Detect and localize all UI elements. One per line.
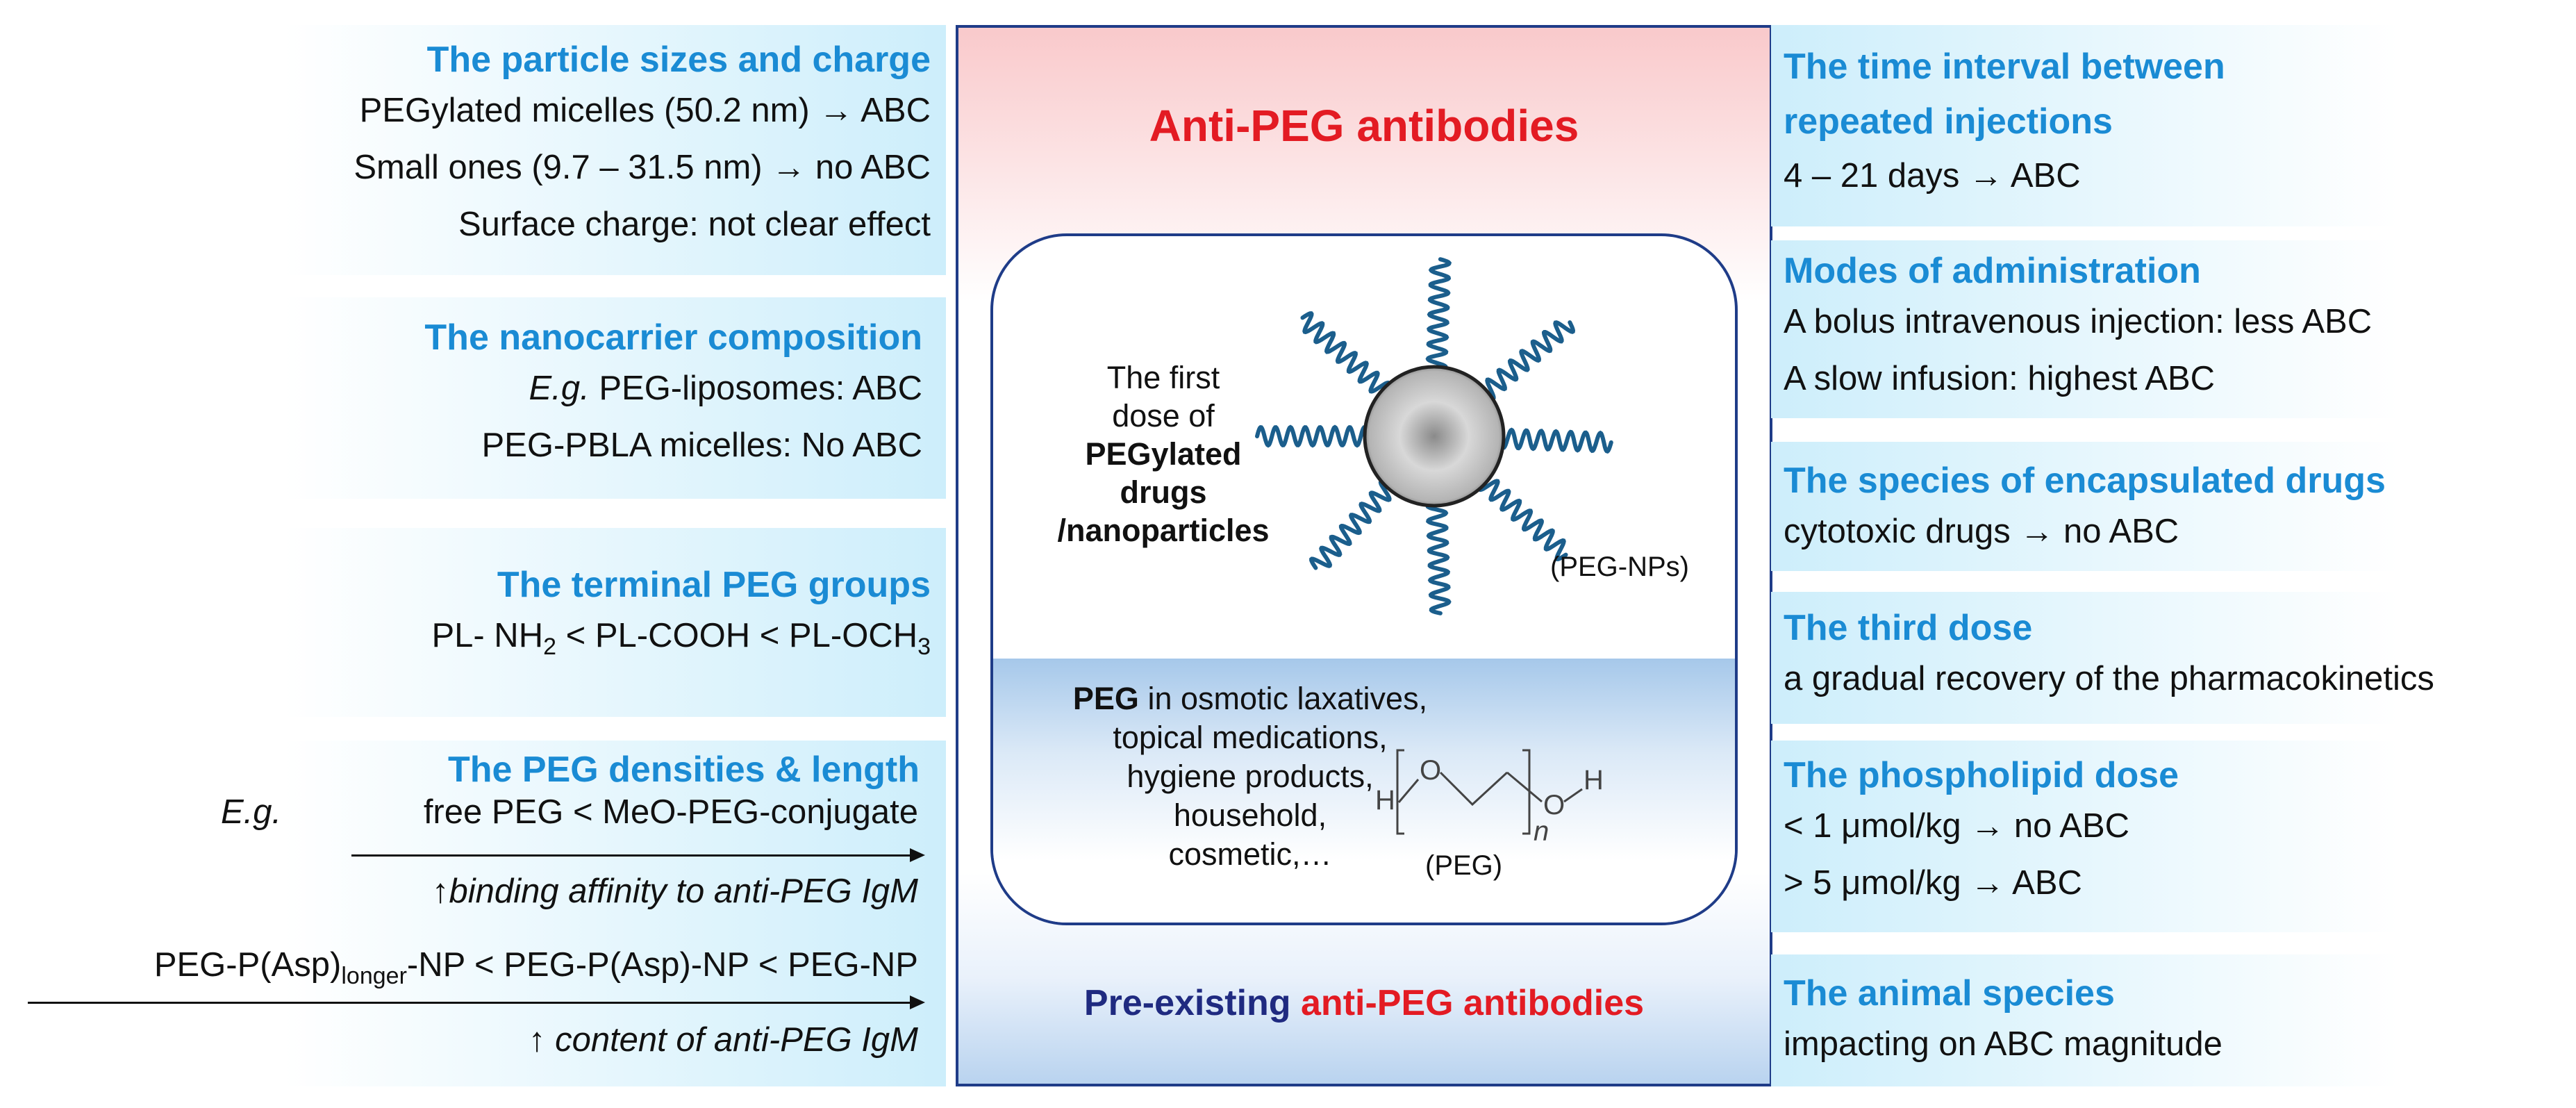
panel-line: Small ones (9.7 – 31.5 nm) → no ABC: [354, 149, 931, 186]
pre-existing-label: Pre-existing anti-PEG antibodies: [1083, 983, 1645, 1023]
panel-line: a gradual recovery of the pharmacokineti…: [1784, 660, 2434, 697]
panel-title: The phospholipid dose: [1784, 755, 2179, 795]
panel-title: The PEG densities & length: [448, 750, 920, 790]
panel-line: ↑ content of anti-PEG IgM: [528, 1021, 918, 1059]
panel-title: Modes of administration: [1784, 251, 2201, 291]
panel-title: The terminal PEG groups: [497, 565, 931, 605]
arrow-right: [28, 995, 925, 1009]
panel-modes-administration: Modes of administration A bolus intraven…: [1771, 240, 2576, 418]
formula-h-right: H: [1584, 765, 1604, 795]
panel-particle-size: The particle sizes and charge PEGylated …: [0, 25, 946, 275]
formula-h-left: H: [1375, 785, 1395, 816]
peg-nps-label: (PEG-NPs): [1550, 552, 1689, 582]
panel-line: Surface charge: not clear effect: [458, 206, 931, 243]
peg-sources-area: [993, 659, 1735, 923]
peg-sources-text: PEG in osmotic laxatives, topical medica…: [1072, 681, 1428, 872]
peg-strand: [1309, 479, 1393, 570]
peg-label: (PEG): [1425, 850, 1503, 881]
peg-strand: [1497, 427, 1613, 454]
peg-strand: [1425, 257, 1452, 373]
bond: [1506, 771, 1543, 803]
peg-strand: [1300, 311, 1391, 395]
peg-strand: [1255, 424, 1370, 448]
panel-line: A bolus intravenous injection: less ABC: [1784, 303, 2373, 340]
peg-strand: [1482, 320, 1576, 401]
panel-phospholipid-dose: The phospholipid dose < 1 μmol/kg → no A…: [1771, 741, 2576, 932]
panel-peg-densities: The PEG densities & length E.g. free PEG…: [0, 741, 946, 1086]
panel-line: impacting on ABC magnitude: [1784, 1025, 2222, 1063]
panel-line: PEG-P(Asp)longer-NP < PEG-P(Asp)-NP < PE…: [153, 946, 918, 989]
nanoparticle-core: [1363, 365, 1506, 508]
right-bracket: [1522, 749, 1531, 835]
panel-line: < 1 μmol/kg → no ABC: [1784, 807, 2130, 845]
panel-line: free PEG < MeO-PEG-conjugate: [423, 793, 918, 831]
panel-line: PL- NH2 < PL-COOH < PL-OCH3: [431, 617, 931, 660]
peg-strand: [1477, 478, 1568, 561]
panel-time-interval: The time interval between repeated injec…: [1771, 25, 2576, 226]
panel-line: PEGylated micelles (50.2 nm) → ABC: [359, 92, 931, 129]
panel-title: The third dose: [1784, 608, 2033, 648]
formula-o-right: O: [1543, 790, 1565, 820]
panel-animal-species: The animal species impacting on ABC magn…: [1771, 954, 2576, 1086]
peg-strand: [1425, 499, 1452, 615]
panel-third-dose: The third dose a gradual recovery of the…: [1771, 592, 2576, 724]
panel-nanocarrier-composition: The nanocarrier composition E.g. PEG-lip…: [0, 297, 946, 499]
first-dose-text: The first dose of PEGylated drugs /nanop…: [1057, 360, 1270, 548]
panel-encapsulated-drugs: The species of encapsulated drugs cytoto…: [1771, 442, 2576, 571]
formula-o-left: O: [1420, 755, 1441, 786]
eg-label: E.g.: [221, 793, 282, 831]
panel-title: The time interval between: [1784, 47, 2225, 87]
panel-line: A slow infusion: highest ABC: [1784, 360, 2216, 397]
panel-title: The species of encapsulated drugs: [1784, 461, 2386, 501]
inner-rounded-box: [990, 233, 1738, 925]
peg-structural-formula: H O n O H: [1375, 749, 1604, 847]
panel-title: The particle sizes and charge: [426, 40, 931, 80]
center-title: Anti-PEG antibodies: [1149, 101, 1579, 151]
pegylated-nanoparticle: [1255, 257, 1613, 615]
bond: [1563, 788, 1583, 803]
peg-strands: [1255, 257, 1613, 615]
panel-line: PEG-PBLA micelles: No ABC: [481, 427, 922, 464]
left-bracket: [1396, 749, 1404, 835]
arrow-right: [351, 848, 925, 862]
bond: [1397, 779, 1420, 803]
panel-title: The animal species: [1784, 973, 2115, 1014]
panel-line: 4 – 21 days → ABC: [1784, 157, 2081, 195]
formula-n: n: [1534, 816, 1549, 847]
panel-line: > 5 μmol/kg → ABC: [1784, 864, 2082, 902]
ethylene-bonds: [1439, 771, 1509, 807]
panel-terminal-peg: The terminal PEG groups PL- NH2 < PL-COO…: [0, 528, 946, 717]
panel-line: E.g. PEG-liposomes: ABC: [529, 370, 922, 407]
panel-line: ↑binding affinity to anti-PEG IgM: [432, 873, 918, 910]
panel-line: cytotoxic drugs → no ABC: [1784, 513, 2179, 550]
panel-title: The nanocarrier composition: [424, 317, 922, 358]
eg-label: E.g.: [529, 370, 590, 407]
panel-title: repeated injections: [1784, 101, 2113, 142]
